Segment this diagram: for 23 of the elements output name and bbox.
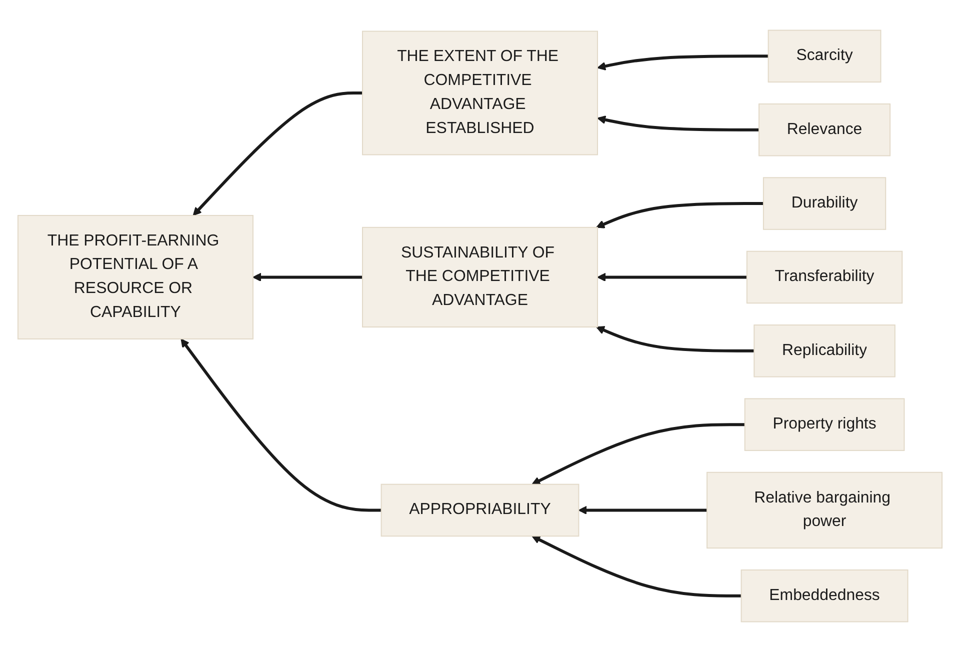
- node-box: Transferability: [746, 250, 903, 304]
- node-box: Embeddedness: [740, 569, 908, 622]
- node-box: Relative bargaining power: [706, 472, 943, 549]
- node-box: Property rights: [744, 398, 905, 451]
- node-box: Relevance: [758, 103, 891, 156]
- arrow: [597, 272, 747, 282]
- arrow: [252, 272, 362, 282]
- node-box: Durability: [762, 177, 886, 230]
- arrow: [596, 202, 764, 228]
- arrow: [180, 338, 382, 512]
- node-box: THE PROFIT-EARNING POTENTIAL OF A RESOURCE OR CAPABILITY: [17, 214, 254, 340]
- node-box: SUSTAINABILITY OF THE COMPETITIVE ADVANTAGE: [362, 226, 598, 328]
- arrow: [532, 536, 742, 598]
- arrow: [596, 326, 754, 352]
- node-box: APPROPRIABILITY: [380, 484, 580, 537]
- node-box: Replicability: [754, 324, 896, 378]
- arrow: [597, 116, 759, 132]
- node-box: THE EXTENT OF THE COMPETITIVE ADVANTAGE ESTABLISHED: [362, 30, 598, 156]
- arrow: [192, 92, 362, 216]
- arrow: [532, 423, 745, 485]
- arrow: [597, 54, 768, 70]
- node-box: Scarcity: [768, 30, 882, 83]
- arrow: [578, 506, 708, 515]
